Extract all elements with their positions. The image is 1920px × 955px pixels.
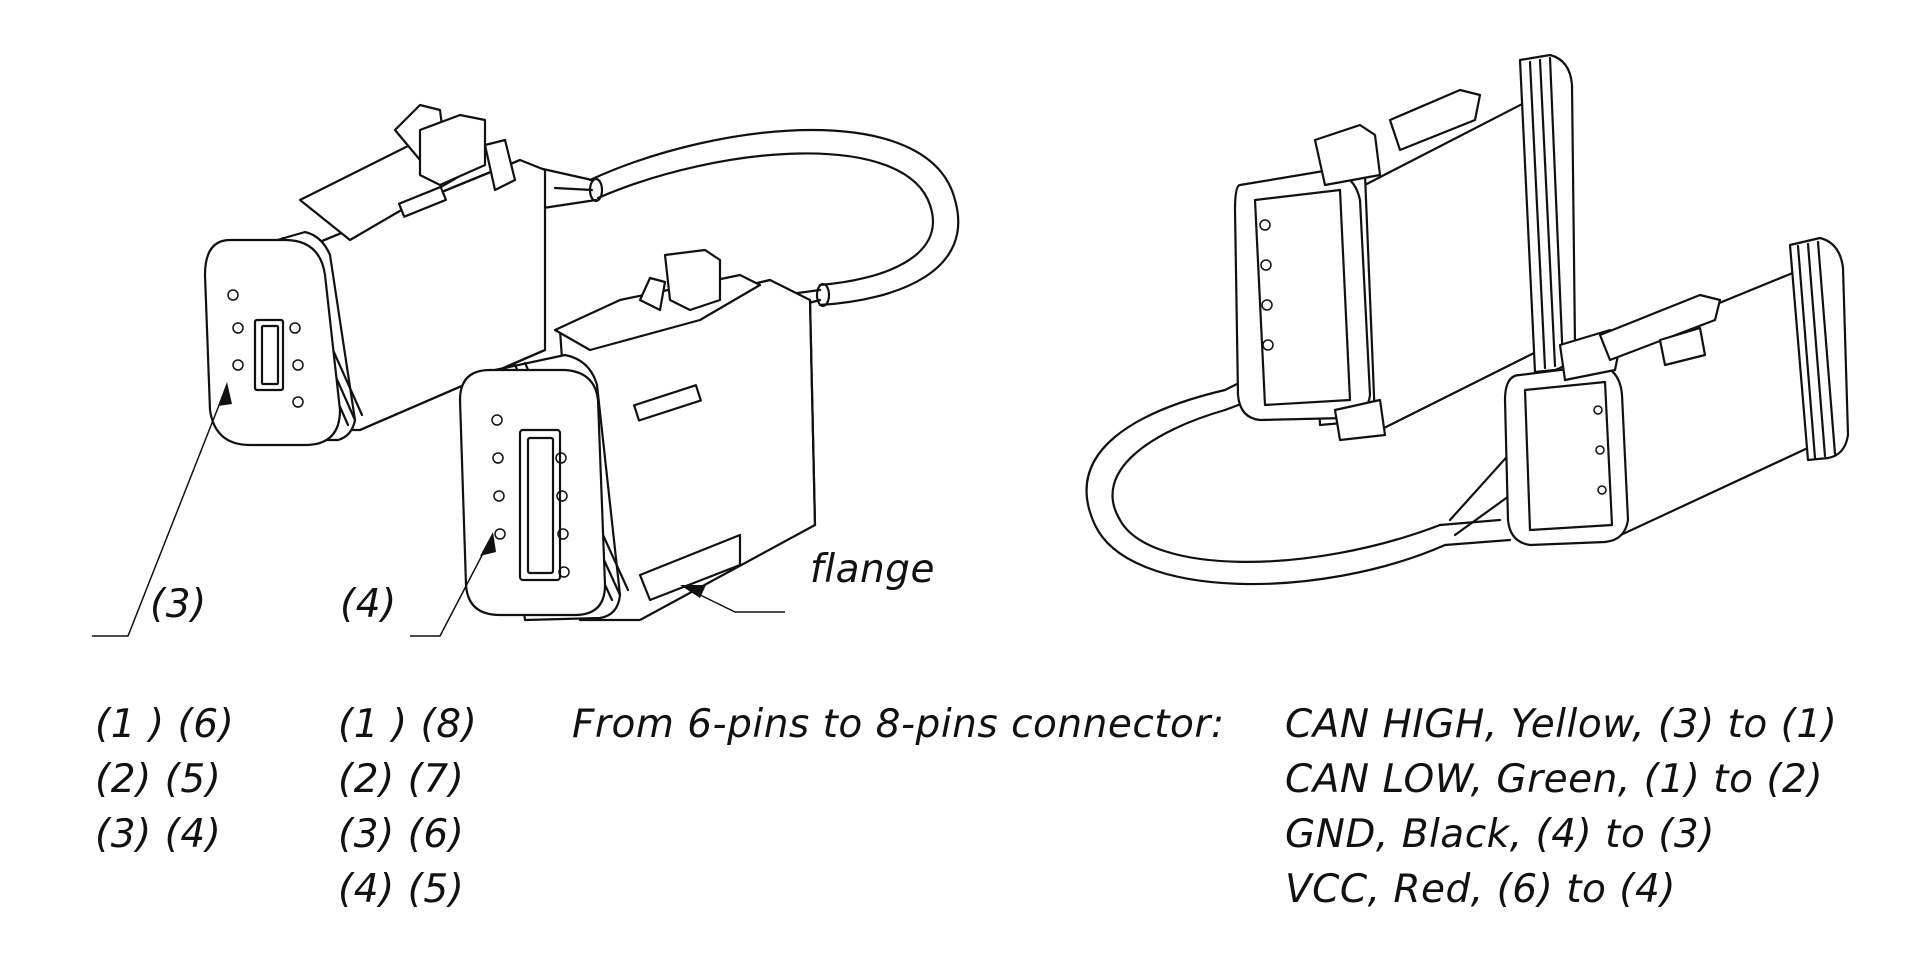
callout-flange: flange — [810, 547, 935, 592]
wiring-line: VCC, Red, (6) to (4) — [1285, 867, 1677, 912]
pinout-6-row: (3) (4) — [95, 812, 222, 857]
connector-6-pin-left — [203, 103, 547, 447]
pinout-8-row: (3) (6) — [338, 812, 465, 857]
left-cable — [523, 128, 960, 322]
connector-6-pin-right — [1503, 236, 1850, 547]
leader-lines — [92, 382, 785, 637]
pin-holes-6 — [227, 289, 304, 408]
pinout-6-row: (1 ) (6) — [95, 702, 235, 747]
pinout-8-row: (2) (7) — [338, 757, 465, 802]
callout-pin3: (3) — [150, 582, 207, 627]
wiring-line: CAN HIGH, Yellow, (3) to (1) — [1285, 702, 1838, 747]
wiring-line: GND, Black, (4) to (3) — [1285, 812, 1715, 857]
pinout-8-row: (1 ) (8) — [338, 702, 478, 747]
pinout-6-row: (2) (5) — [95, 757, 222, 802]
pinout-8-row: (4) (5) — [338, 867, 465, 912]
wiring-line: CAN LOW, Green, (1) to (2) — [1285, 757, 1824, 802]
callout-pin4: (4) — [340, 582, 397, 627]
wiring-heading: From 6-pins to 8-pins connector: — [572, 702, 1225, 747]
connector-8-pin-right — [1233, 53, 1577, 442]
connector-8-pin-left — [458, 248, 817, 622]
pin-holes-8 — [491, 414, 570, 578]
